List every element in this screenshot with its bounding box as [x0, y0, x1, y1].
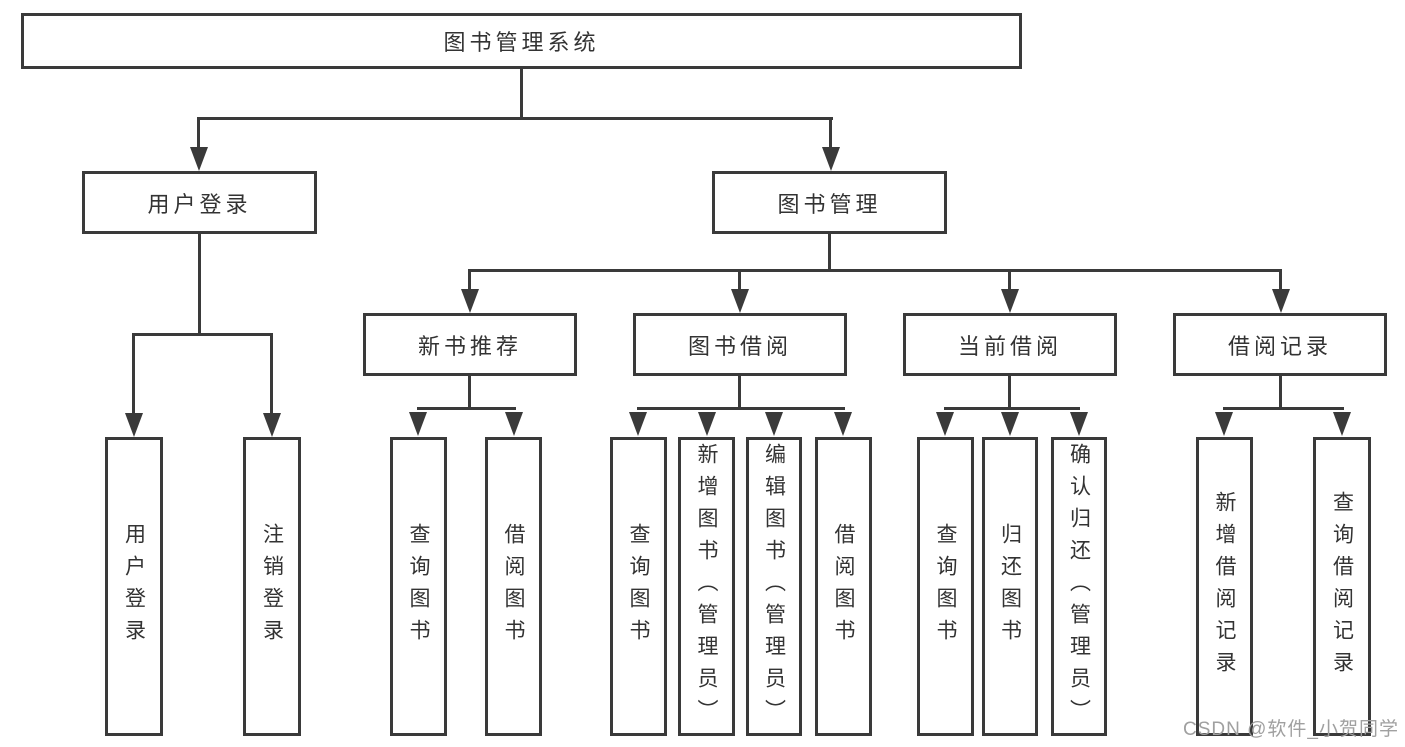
leaf-query-books-recommend: 查询图书: [390, 437, 447, 736]
leaf-borrow-books-recommend-label: 借阅图书: [502, 522, 525, 651]
arrow-down-icon: [1272, 289, 1290, 313]
node-book-management-label: 图书管理: [777, 191, 882, 217]
connector-line: [1279, 376, 1282, 410]
leaf-edit-book-admin: 编辑图书（管理员）: [746, 437, 802, 736]
connector-line: [468, 269, 1282, 272]
connector-line: [828, 234, 831, 272]
arrow-down-icon: [190, 147, 208, 171]
leaf-add-book-admin-label: 新增图书（管理员）: [695, 442, 718, 731]
arrow-down-icon: [629, 412, 647, 436]
leaf-query-borrow-record: 查询借阅记录: [1313, 437, 1371, 736]
leaf-edit-book-admin-label: 编辑图书（管理员）: [762, 442, 786, 731]
leaf-query-books-recommend-label: 查询图书: [407, 522, 430, 651]
connector-line: [738, 376, 741, 410]
leaf-return-books: 归还图书: [982, 437, 1038, 736]
leaf-user-login-label: 用户登录: [122, 522, 146, 651]
leaf-return-books-label: 归还图书: [998, 522, 1022, 651]
connector-line: [1223, 407, 1344, 410]
connector-line: [944, 407, 1080, 410]
node-root-label: 图书管理系统: [443, 30, 600, 55]
connector-line: [1008, 269, 1011, 294]
node-user-login: 用户登录: [82, 171, 317, 234]
arrow-down-icon: [1215, 412, 1233, 436]
arrow-down-icon: [834, 412, 852, 436]
arrow-down-icon: [125, 413, 143, 437]
arrow-down-icon: [461, 289, 479, 313]
connector-line: [637, 407, 845, 410]
connector-line: [1008, 376, 1011, 410]
leaf-confirm-return-admin: 确认归还（管理员）: [1051, 437, 1107, 736]
arrow-down-icon: [765, 412, 783, 436]
connector-line: [468, 376, 471, 410]
connector-line: [829, 117, 832, 155]
leaf-borrow-books-borrowing: 借阅图书: [815, 437, 872, 736]
leaf-query-books-current: 查询图书: [917, 437, 974, 736]
arrow-down-icon: [822, 147, 840, 171]
arrow-down-icon: [263, 413, 281, 437]
node-current-borrowing-label: 当前借阅: [957, 333, 1062, 359]
connector-line: [132, 333, 273, 336]
node-book-borrowing: 图书借阅: [633, 313, 847, 376]
connector-line: [197, 117, 200, 155]
node-borrowing-records: 借阅记录: [1173, 313, 1387, 376]
node-user-login-label: 用户登录: [147, 191, 252, 217]
arrow-down-icon: [936, 412, 954, 436]
connector-line: [198, 234, 201, 336]
connector-line: [197, 117, 833, 120]
leaf-user-login: 用户登录: [105, 437, 163, 736]
node-current-borrowing: 当前借阅: [903, 313, 1117, 376]
leaf-logout-label: 注销登录: [260, 522, 284, 651]
leaf-borrow-books-borrowing-label: 借阅图书: [832, 522, 855, 651]
arrow-down-icon: [698, 412, 716, 436]
arrow-down-icon: [1070, 412, 1088, 436]
leaf-query-books-current-label: 查询图书: [934, 522, 957, 651]
node-root: 图书管理系统: [21, 13, 1022, 69]
node-new-book-recommendation: 新书推荐: [363, 313, 577, 376]
leaf-add-borrow-record-label: 新增借阅记录: [1213, 490, 1236, 683]
leaf-query-books-borrowing-label: 查询图书: [627, 522, 650, 651]
connector-line: [738, 269, 741, 294]
leaf-logout: 注销登录: [243, 437, 301, 736]
connector-line: [468, 269, 471, 294]
leaf-add-borrow-record: 新增借阅记录: [1196, 437, 1253, 736]
arrow-down-icon: [1333, 412, 1351, 436]
arrow-down-icon: [1001, 289, 1019, 313]
arrow-down-icon: [409, 412, 427, 436]
node-book-borrowing-label: 图书借阅: [687, 333, 792, 359]
node-borrowing-records-label: 借阅记录: [1227, 333, 1332, 359]
connector-line: [270, 333, 273, 415]
connector-line: [1279, 269, 1282, 294]
csdn-watermark: CSDN @软件_小贺同学: [1183, 719, 1399, 740]
leaf-confirm-return-admin-label: 确认归还（管理员）: [1067, 442, 1091, 731]
leaf-query-books-borrowing: 查询图书: [610, 437, 667, 736]
node-book-management: 图书管理: [712, 171, 947, 234]
leaf-query-borrow-record-label: 查询借阅记录: [1330, 490, 1354, 683]
leaf-add-book-admin: 新增图书（管理员）: [678, 437, 735, 736]
connector-line: [132, 333, 135, 415]
arrow-down-icon: [505, 412, 523, 436]
connector-line: [520, 68, 523, 119]
leaf-borrow-books-recommend: 借阅图书: [485, 437, 542, 736]
arrow-down-icon: [731, 289, 749, 313]
arrow-down-icon: [1001, 412, 1019, 436]
node-new-book-recommendation-label: 新书推荐: [417, 333, 522, 359]
connector-line: [417, 407, 516, 410]
